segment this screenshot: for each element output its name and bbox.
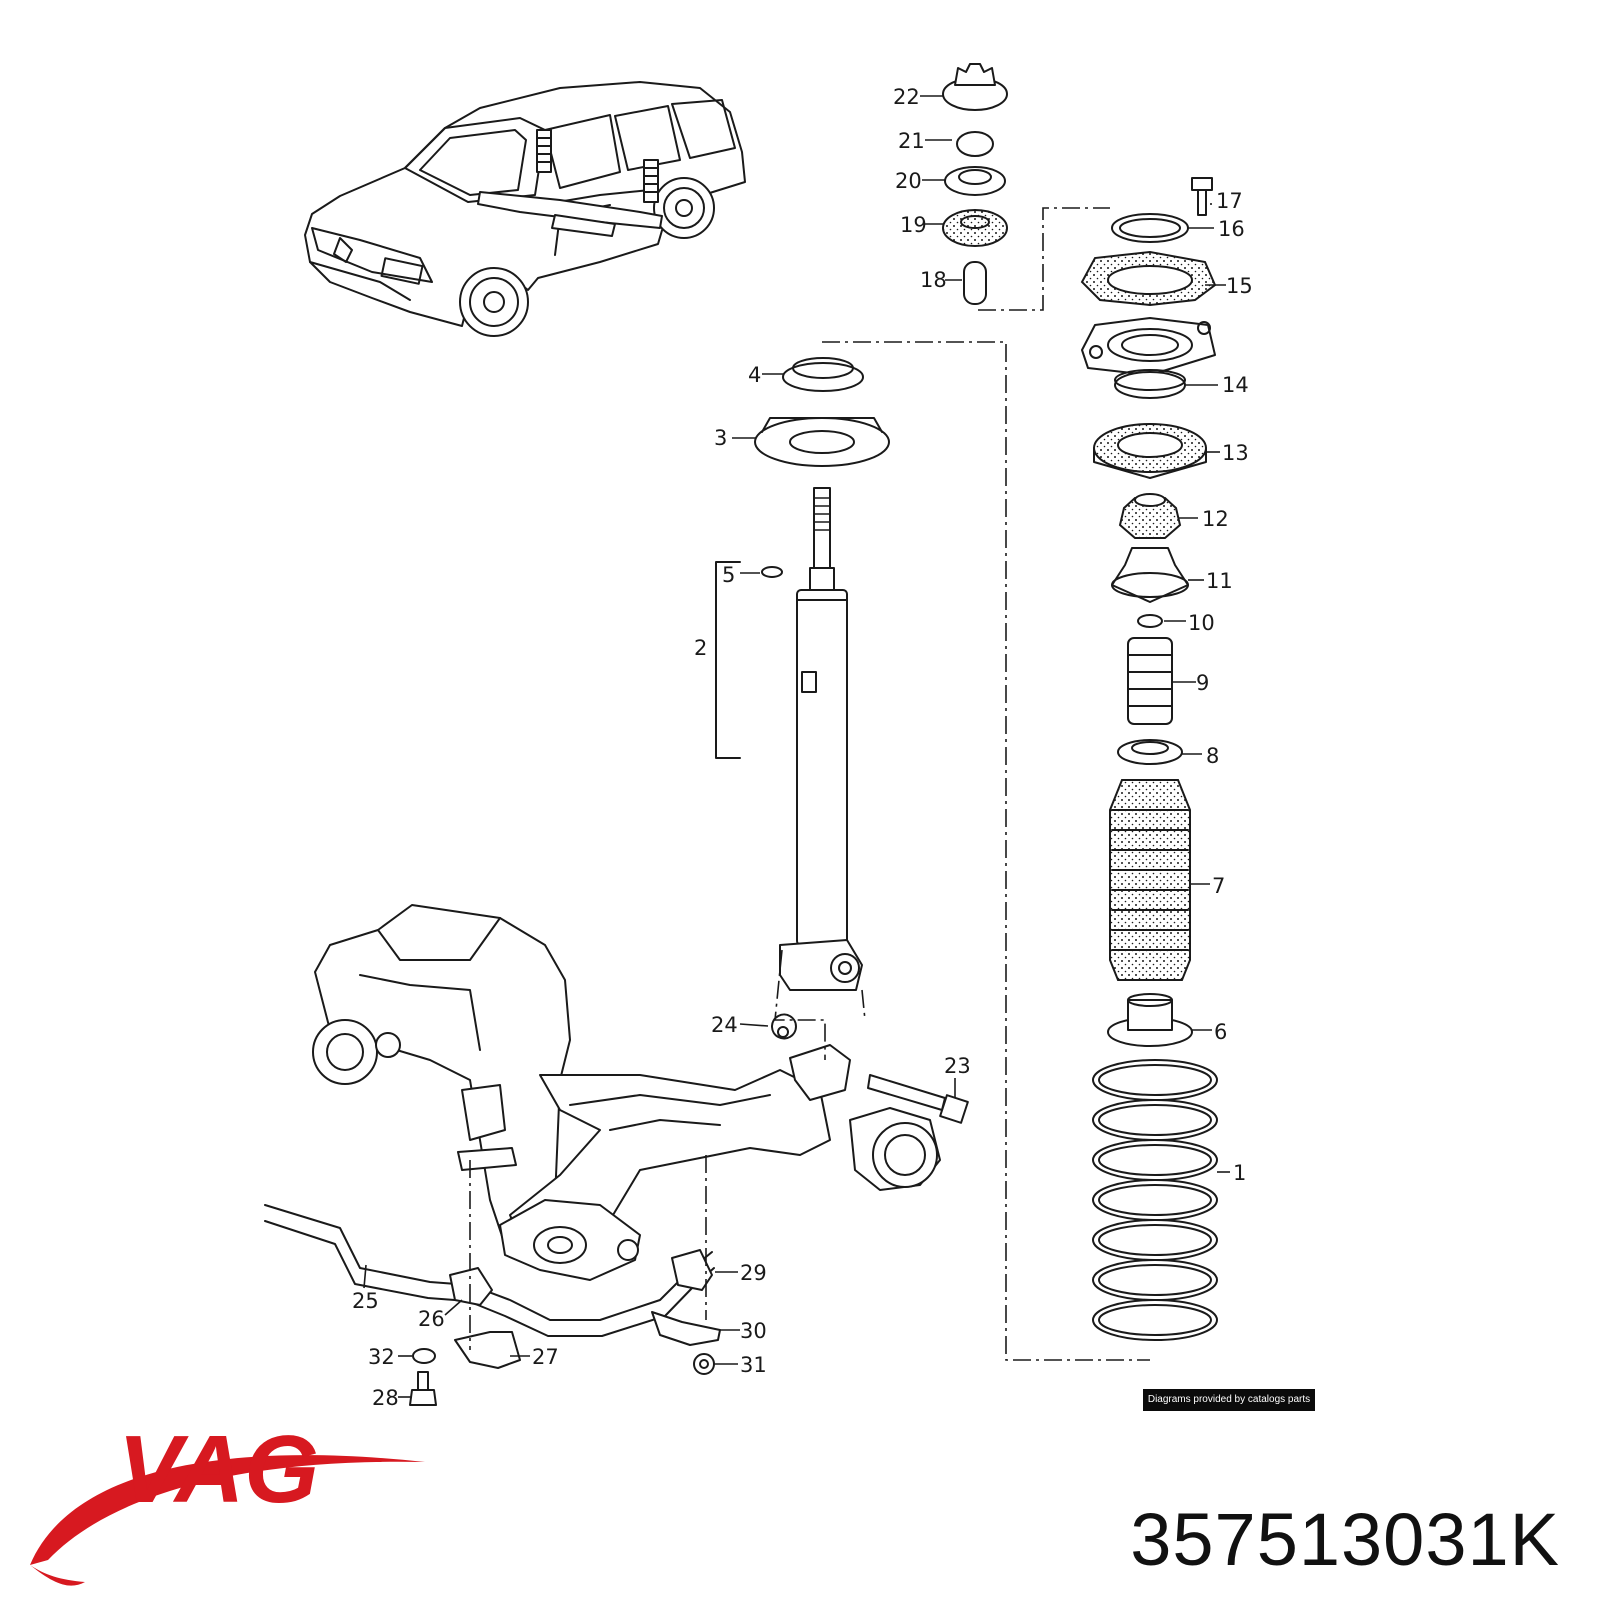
callout-9: 9	[1196, 671, 1209, 695]
callout-23: 23	[944, 1054, 971, 1078]
callout-24: 24	[711, 1013, 738, 1037]
car-illustration	[304, 81, 746, 337]
callout-10: 10	[1188, 611, 1215, 635]
callout-8: 8	[1206, 744, 1219, 768]
callout-7: 7	[1212, 874, 1225, 898]
callout-2: 2	[694, 636, 707, 660]
logo-swoosh	[30, 1455, 425, 1565]
callout-30: 30	[740, 1319, 767, 1343]
callout-15: 15	[1226, 274, 1253, 298]
callout-22: 22	[893, 85, 920, 109]
spring-stack	[942, 63, 1218, 1341]
callout-6: 6	[1214, 1020, 1227, 1044]
callout-12: 12	[1202, 507, 1229, 531]
part-number: 357513031K	[1130, 1498, 1560, 1581]
callout-numbers: 1 2 3 4 5 6 7 8 9 10 11 12 13 14 15 16 1…	[352, 85, 1253, 1410]
coil-spring	[1092, 1059, 1218, 1341]
callout-13: 13	[1222, 441, 1249, 465]
shock-absorber	[715, 357, 890, 991]
callout-18: 18	[920, 268, 947, 292]
callout-27: 27	[532, 1345, 559, 1369]
callout-26: 26	[418, 1307, 445, 1331]
callout-20: 20	[895, 169, 922, 193]
callout-17: 17	[1216, 189, 1243, 213]
callout-5: 5	[722, 563, 735, 587]
callout-16: 16	[1218, 217, 1245, 241]
axle-subframe	[312, 904, 969, 1281]
callout-14: 14	[1222, 373, 1249, 397]
callout-28: 28	[372, 1386, 399, 1410]
callout-21: 21	[898, 129, 925, 153]
logo-text: VAG	[118, 1416, 319, 1523]
callout-29: 29	[740, 1261, 767, 1285]
callout-3: 3	[714, 426, 727, 450]
assembly-lines	[469, 341, 1150, 1361]
callout-1: 1	[1233, 1161, 1246, 1185]
stabilizer-bar	[264, 1147, 721, 1406]
logo-swoosh-tail	[30, 1565, 85, 1586]
diagram-credit-banner: Diagrams provided by catalogs parts	[1143, 1389, 1315, 1411]
callout-31: 31	[740, 1353, 767, 1377]
callout-11: 11	[1206, 569, 1233, 593]
callout-25: 25	[352, 1289, 379, 1313]
callout-leaders	[363, 95, 1230, 1398]
callout-19: 19	[900, 213, 927, 237]
vag-logo: VAG	[30, 1416, 425, 1586]
callout-4: 4	[748, 363, 761, 387]
callout-32: 32	[368, 1345, 395, 1369]
